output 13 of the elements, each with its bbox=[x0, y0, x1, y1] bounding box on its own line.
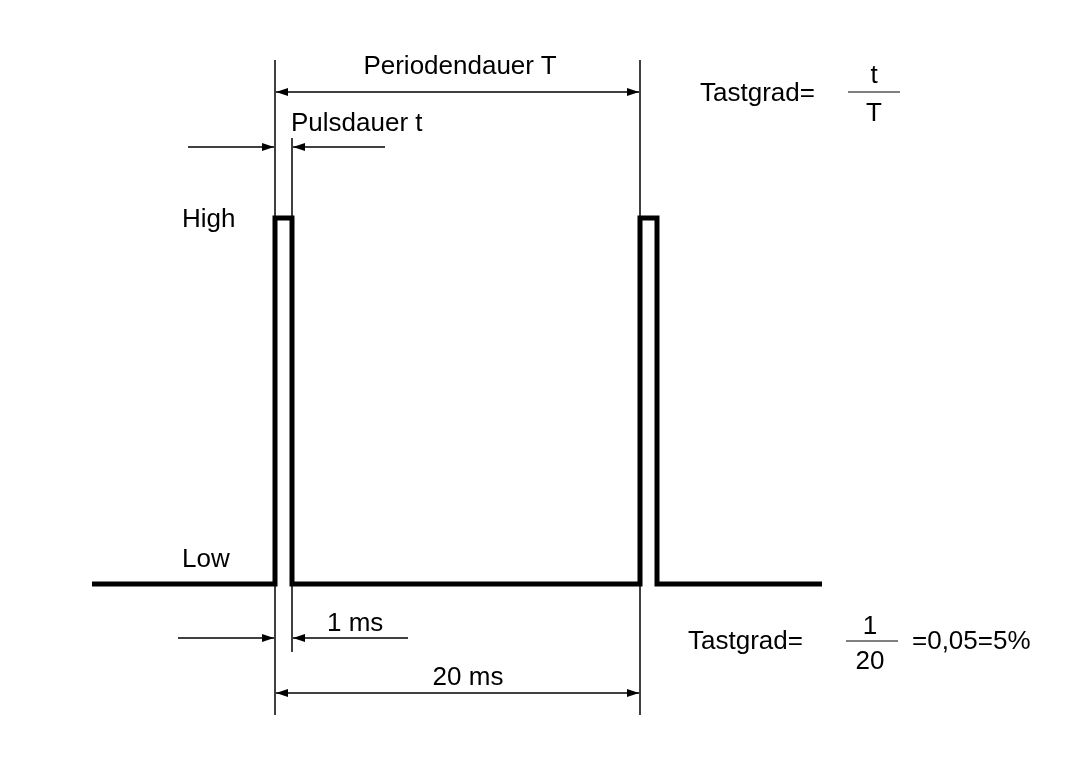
label-text: T bbox=[866, 99, 882, 125]
label-text: Tastgrad= bbox=[688, 627, 803, 653]
label-text: Periodendauer T bbox=[363, 52, 557, 78]
label-text: 1 ms bbox=[327, 609, 384, 635]
label-text: t bbox=[870, 61, 878, 87]
label-text: Tastgrad= bbox=[700, 79, 815, 105]
label-text: 1 bbox=[862, 612, 878, 638]
label-text: High bbox=[182, 205, 236, 231]
label-text: =0,05=5% bbox=[912, 627, 1031, 653]
label-text: Low bbox=[182, 545, 230, 571]
label-text: Pulsdauer t bbox=[291, 109, 423, 135]
label-text: 20 ms bbox=[432, 663, 504, 689]
label-text: 20 bbox=[855, 647, 885, 673]
